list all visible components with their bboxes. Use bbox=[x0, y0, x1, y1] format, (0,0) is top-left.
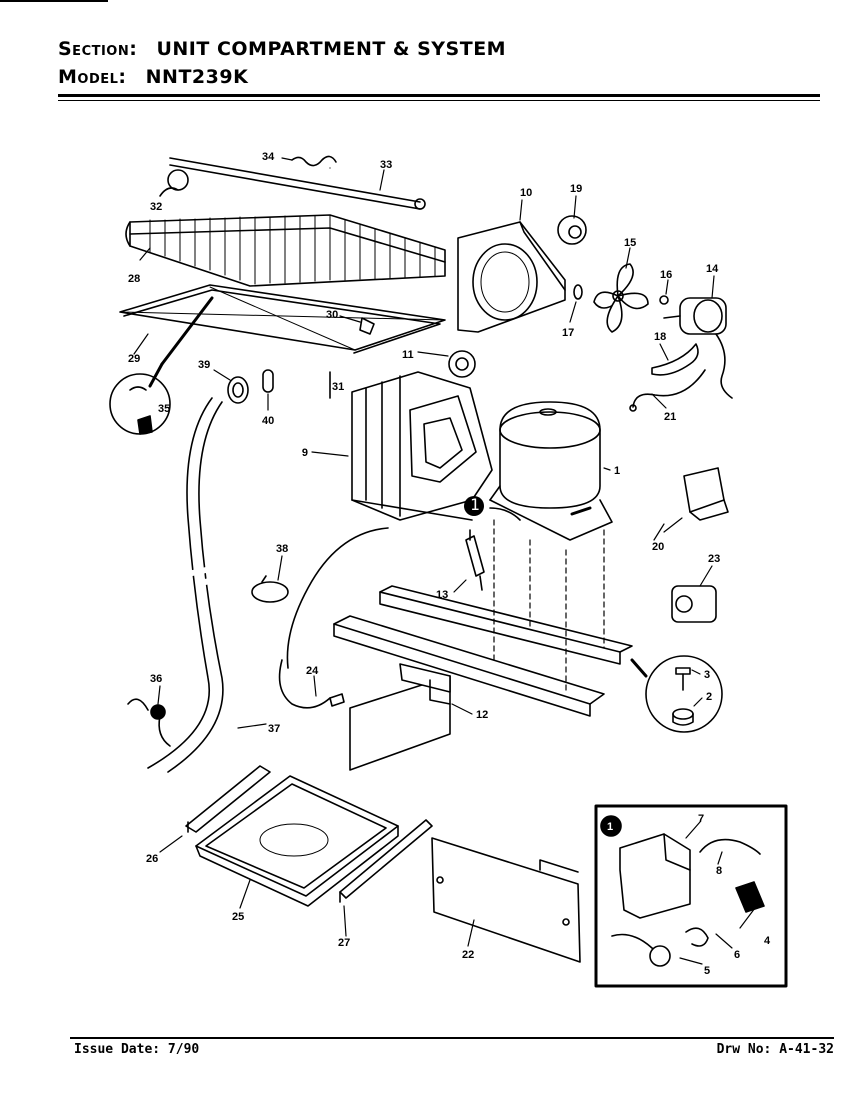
compressor-part bbox=[489, 401, 613, 541]
issue-date: Issue Date: 7/90 bbox=[74, 1042, 200, 1057]
pan-slide-part bbox=[339, 819, 433, 903]
relay-cover-part bbox=[683, 467, 729, 521]
inset-callout-5: 5 bbox=[704, 965, 710, 977]
base-bracket-part bbox=[349, 663, 451, 771]
callout-25: 25 bbox=[232, 911, 244, 923]
callout-labels: 1 2 3 9 10 11 12 13 14 15 16 17 18 19 20… bbox=[128, 151, 720, 961]
fan-washer-part bbox=[659, 295, 669, 305]
inset-callout-7: 7 bbox=[698, 813, 704, 825]
callout-27: 27 bbox=[338, 937, 350, 949]
callout-35: 35 bbox=[158, 403, 170, 415]
section-heading: Section: UNIT COMPARTMENT & SYSTEM bbox=[58, 38, 506, 60]
callout-30: 30 bbox=[326, 309, 338, 321]
callout-28: 28 bbox=[128, 273, 140, 285]
drier-part bbox=[465, 529, 485, 591]
drain-tube-part bbox=[147, 397, 228, 773]
callout-17: 17 bbox=[562, 327, 574, 339]
model-value: NNT239K bbox=[145, 66, 249, 88]
callout-38: 38 bbox=[276, 543, 288, 555]
callout-34: 34 bbox=[262, 151, 275, 163]
capillary-tube-part bbox=[286, 527, 389, 669]
callout-39: 39 bbox=[198, 359, 210, 371]
rear-access-panel bbox=[431, 837, 581, 963]
fan-blade-part bbox=[593, 263, 649, 333]
fan-shroud-part bbox=[457, 221, 566, 333]
callout-32: 32 bbox=[150, 201, 162, 213]
header-rule-thin bbox=[58, 100, 820, 101]
drain-fitting-detail bbox=[109, 296, 214, 435]
drain-plug-part bbox=[262, 369, 274, 393]
compressor-rail-part bbox=[333, 585, 633, 717]
inset-callout-6: 6 bbox=[734, 949, 740, 961]
section-value: UNIT COMPARTMENT & SYSTEM bbox=[156, 38, 507, 60]
callout-31: 31 bbox=[332, 381, 344, 393]
fan-motor-part bbox=[663, 297, 733, 399]
callout-23: 23 bbox=[708, 553, 720, 565]
mounting-guides bbox=[493, 519, 605, 691]
compressor-inset-marker: 1 bbox=[470, 495, 480, 514]
inset-callout-4: 4 bbox=[764, 935, 771, 947]
header-rule-thick bbox=[58, 94, 820, 97]
callout-14: 14 bbox=[706, 263, 719, 275]
model-heading: Model: NNT239K bbox=[58, 66, 248, 88]
callout-37: 37 bbox=[268, 723, 280, 735]
bolt-detail-circle bbox=[630, 655, 723, 733]
callout-33: 33 bbox=[380, 159, 392, 171]
leader-lines bbox=[133, 157, 759, 965]
callout-29: 29 bbox=[128, 353, 140, 365]
inset-panel bbox=[594, 804, 788, 988]
drain-pan-part bbox=[195, 775, 399, 907]
evaporator-housing-part bbox=[351, 371, 493, 521]
tube-clamp-part bbox=[251, 575, 289, 603]
inset-callout-8: 8 bbox=[716, 865, 722, 877]
section-label: Section: bbox=[58, 38, 138, 60]
callout-18: 18 bbox=[654, 331, 666, 343]
shroud-grommet-part bbox=[448, 350, 476, 378]
callout-11: 11 bbox=[402, 349, 414, 361]
callout-9: 9 bbox=[302, 447, 308, 459]
top-corner-rule bbox=[0, 0, 108, 2]
compressor-inset-marker-dot bbox=[464, 496, 484, 516]
frame-panel-part bbox=[119, 284, 446, 399]
callout-26: 26 bbox=[146, 853, 158, 865]
callout-15: 15 bbox=[624, 237, 636, 249]
condenser-rod-part bbox=[159, 155, 426, 210]
callout-3: 3 bbox=[704, 669, 710, 681]
callout-20: 20 bbox=[652, 541, 664, 553]
callout-21: 21 bbox=[664, 411, 676, 423]
condenser-coil-part bbox=[125, 214, 446, 287]
callout-2: 2 bbox=[706, 691, 712, 703]
fan-grommet-part bbox=[557, 215, 587, 245]
fan-retainer-part bbox=[573, 284, 583, 300]
pan-bracket-part bbox=[185, 765, 271, 833]
overload-part bbox=[671, 585, 717, 623]
callout-40: 40 bbox=[262, 415, 274, 427]
drain-clip-part bbox=[127, 698, 171, 747]
callout-13: 13 bbox=[436, 589, 448, 601]
callout-16: 16 bbox=[660, 269, 672, 281]
callout-10: 10 bbox=[520, 187, 532, 199]
motor-wire-part bbox=[629, 369, 706, 412]
inset-marker: 1 bbox=[607, 821, 613, 833]
drawing-number: Drw No: A-41-32 bbox=[716, 1042, 834, 1057]
motor-bracket-part bbox=[651, 343, 699, 376]
callout-19: 19 bbox=[570, 183, 582, 195]
drain-grommet-part bbox=[227, 376, 249, 404]
callout-1: 1 bbox=[614, 465, 620, 477]
callout-24: 24 bbox=[306, 665, 319, 677]
inset-callout-labels: 1 4 5 6 7 8 bbox=[607, 813, 771, 977]
model-label: Model: bbox=[58, 66, 127, 88]
callout-22: 22 bbox=[462, 949, 474, 961]
harness-part bbox=[278, 659, 345, 709]
callout-36: 36 bbox=[150, 673, 162, 685]
callout-12: 12 bbox=[476, 709, 488, 721]
footer-rule bbox=[70, 1037, 834, 1039]
